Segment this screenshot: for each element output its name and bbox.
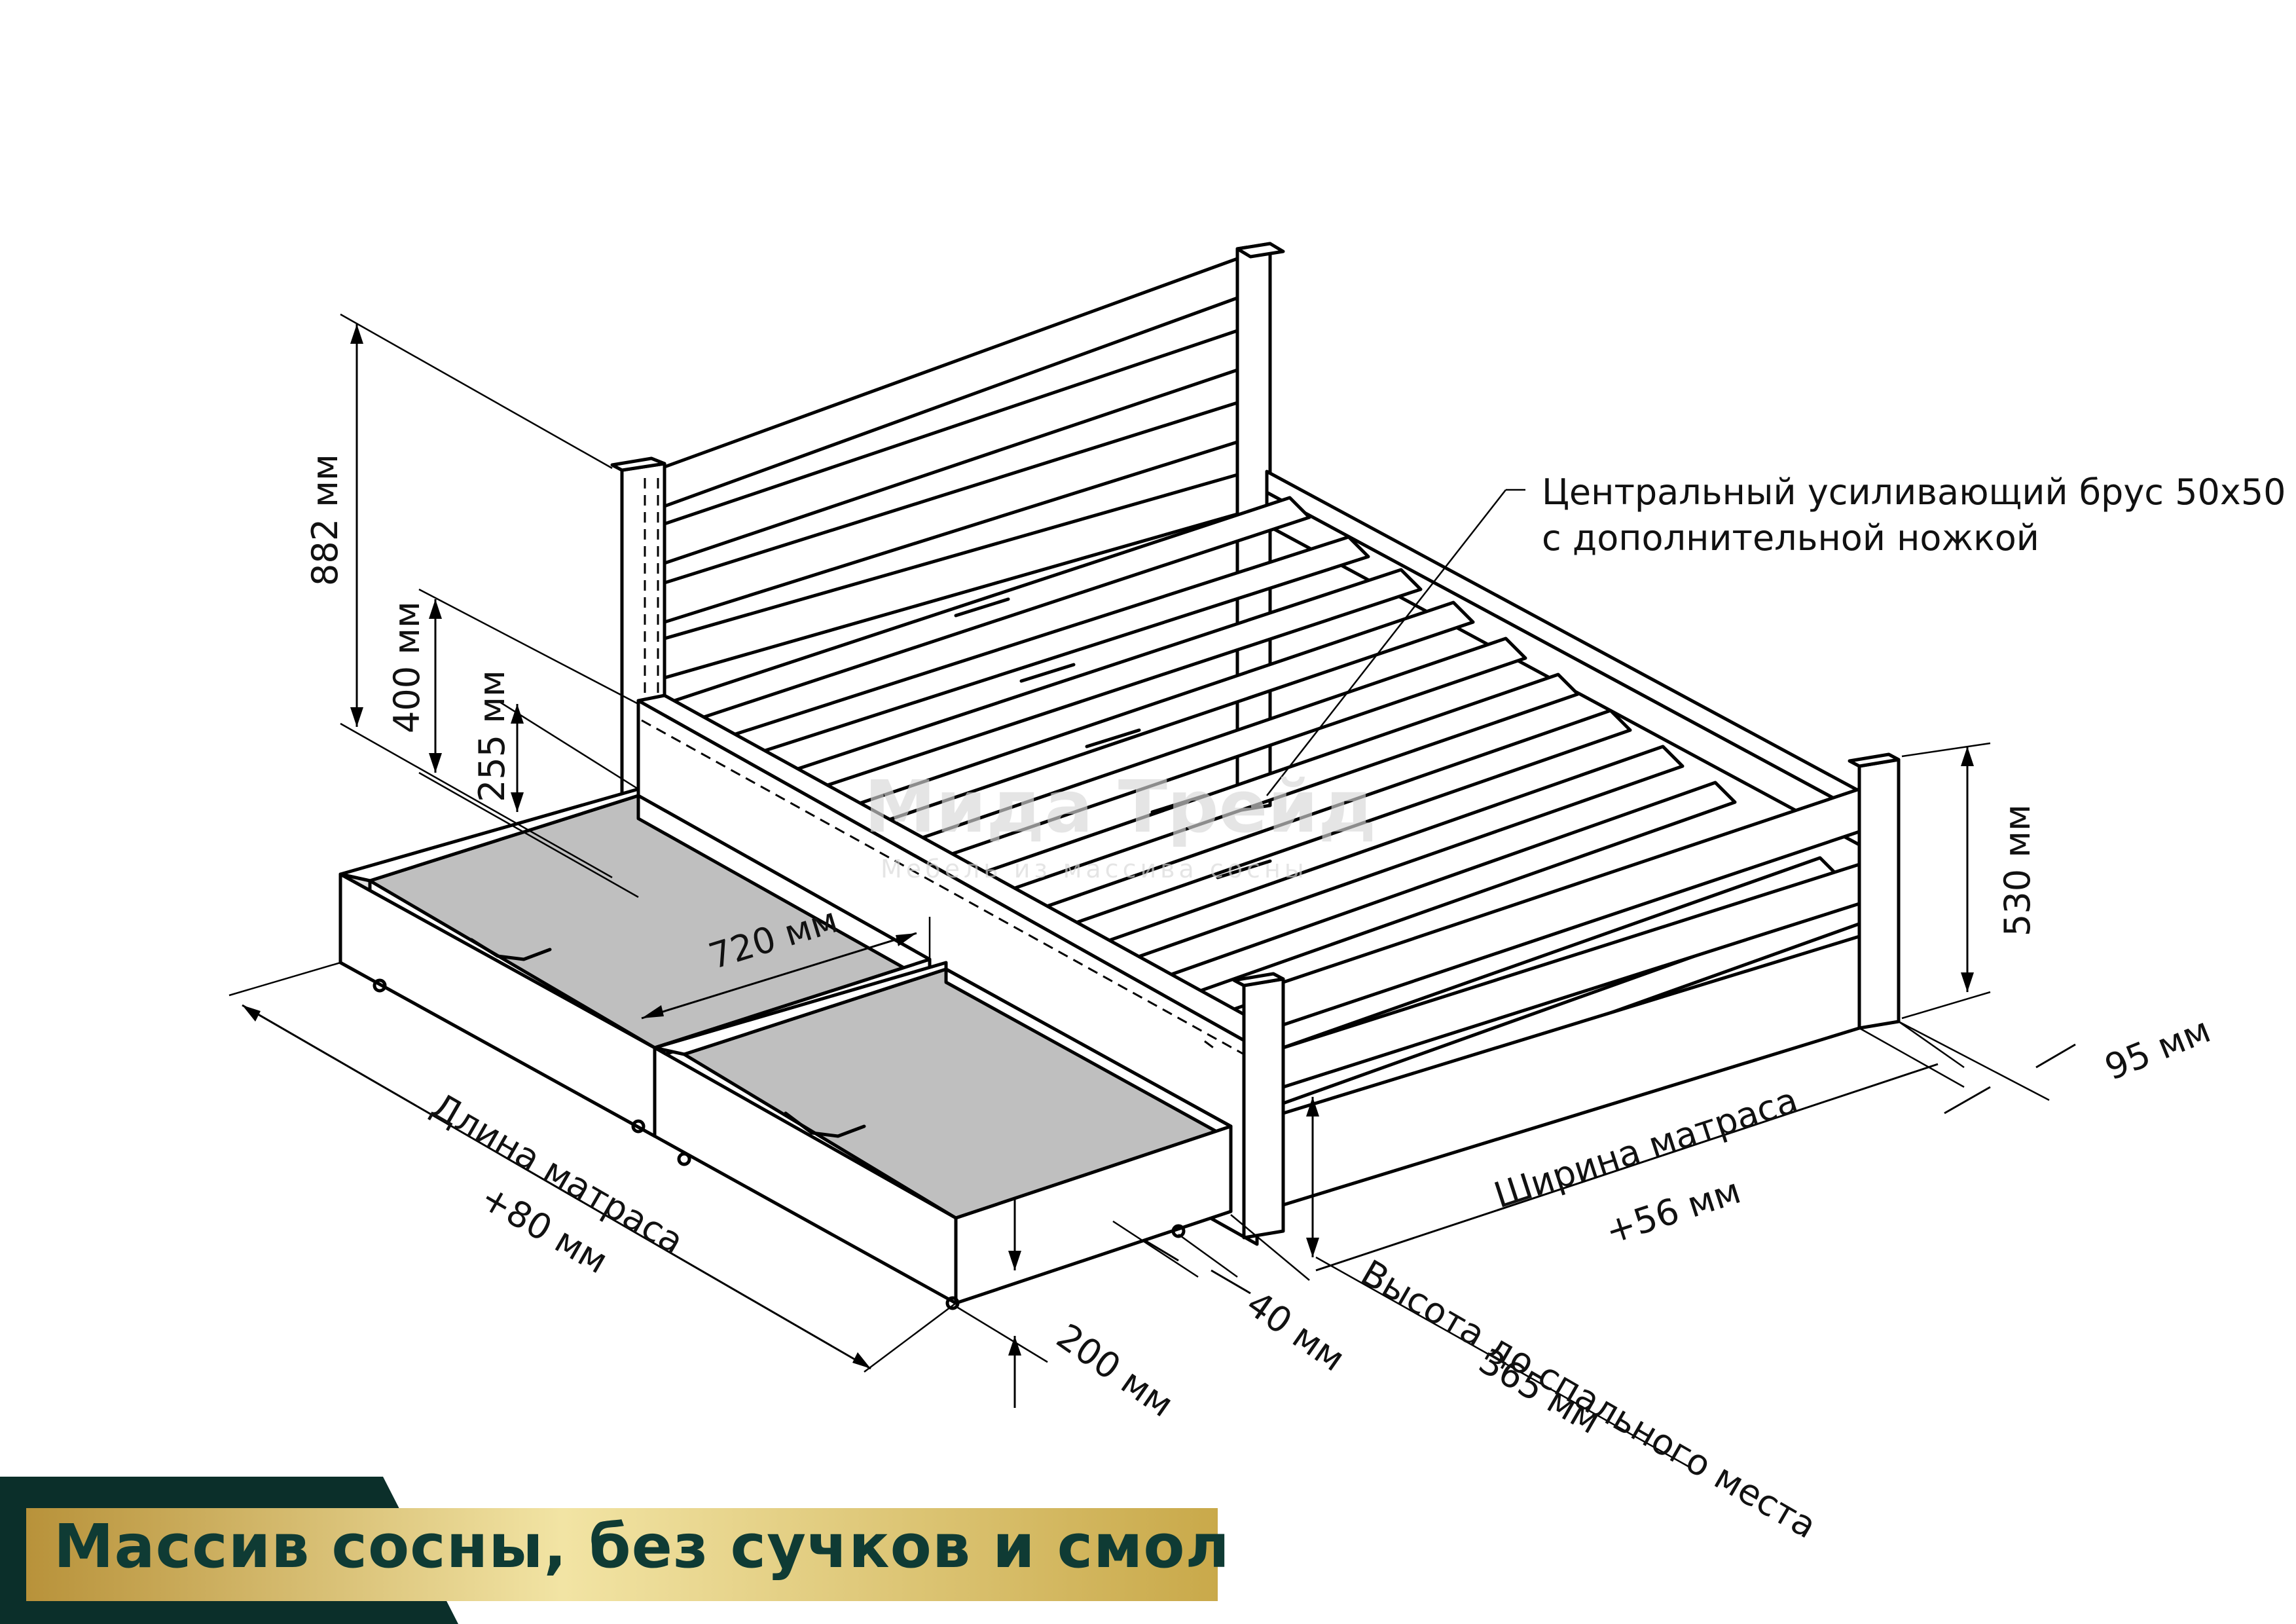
label-drawer-clearance: 255 мм	[471, 670, 513, 802]
drawer-back	[338, 787, 932, 1138]
watermark-brand: Мида Трейд	[864, 765, 1376, 849]
bed-frame	[636, 470, 1901, 1246]
label-drawer-height: 200 мм	[1049, 1316, 1181, 1425]
bottom-banner	[0, 1477, 1218, 1624]
label-side-height: 400 мм	[386, 601, 428, 733]
label-headboard-height: 882 мм	[304, 454, 346, 586]
watermark-tagline: Мебель из массива сосны	[881, 855, 1308, 883]
banner-title: Массив сосны, без сучков и смол	[54, 1511, 1230, 1581]
label-center-beam-line2: с дополнительной ножкой	[1542, 517, 2039, 559]
label-leg-width: 95 мм	[2099, 1009, 2216, 1088]
drawer-front	[653, 961, 1233, 1310]
headboard	[610, 242, 1285, 886]
label-center-beam-line1: Центральный усиливающий брус 50х50	[1542, 471, 2286, 513]
banner-gold-band	[26, 1508, 1218, 1601]
label-width-line2: +56 мм	[1601, 1170, 1746, 1253]
dimension-lines	[228, 313, 2076, 1468]
label-drawer-gap: 40 мм	[1239, 1283, 1353, 1380]
label-footboard-height: 530 мм	[1997, 804, 2038, 936]
